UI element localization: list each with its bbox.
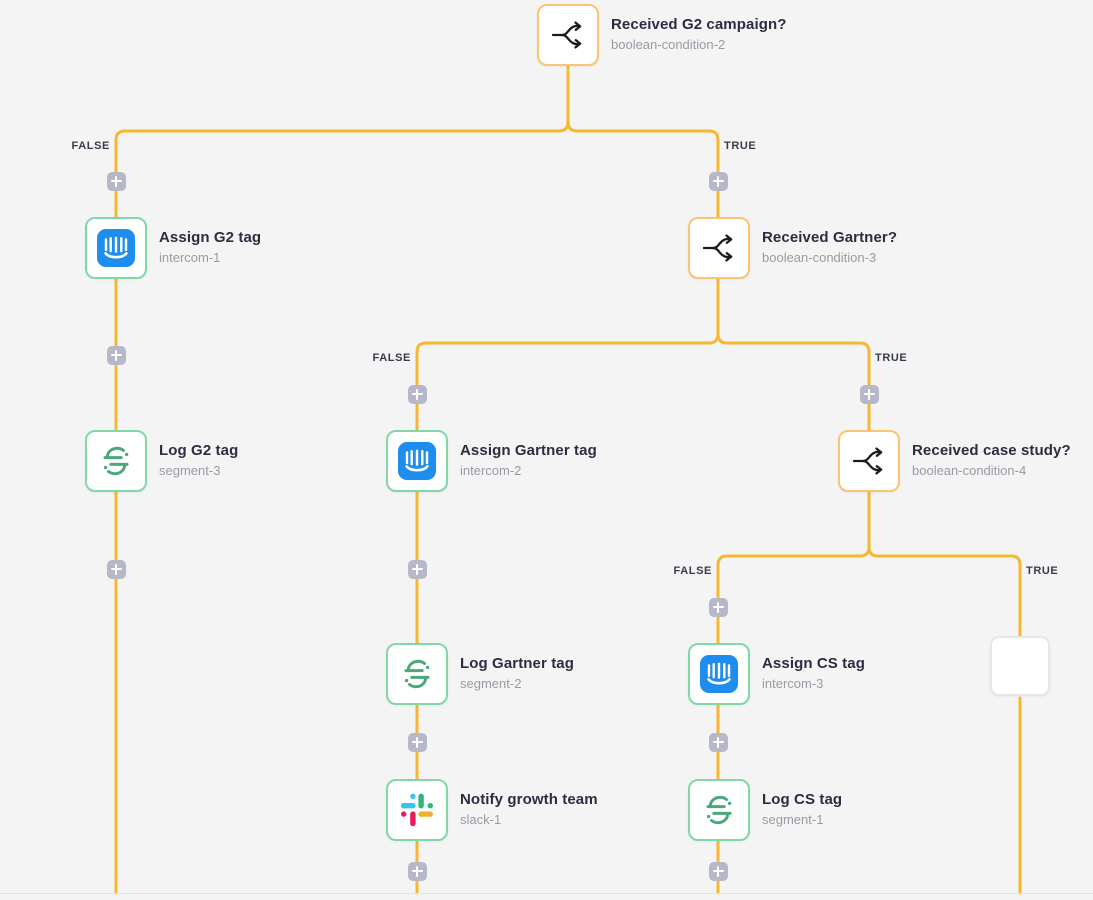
workflow-node-slack-1[interactable]: Notify growth team slack-1 (386, 779, 598, 841)
node-title: Log Gartner tag (460, 655, 575, 673)
branch-label-false: FALSE (71, 140, 110, 152)
segment-icon (103, 446, 129, 476)
branch-label-false: FALSE (372, 352, 411, 364)
workflow-node-empty-node[interactable] (990, 636, 1050, 696)
add-step-after-segment1[interactable] (708, 861, 728, 881)
node-text-boolean-condition-4: Received case study? boolean-condition-4 (912, 442, 1071, 480)
add-step-after-intercom1[interactable] (106, 345, 126, 365)
add-step-after-segment3[interactable] (106, 559, 126, 579)
node-title: Received case study? (912, 442, 1071, 460)
add-step-after-segment2[interactable] (407, 732, 427, 752)
workflow-node-segment-3[interactable]: Log G2 tag segment-3 (85, 430, 238, 492)
branch-label-true: TRUE (724, 140, 757, 152)
node-subtitle: segment-1 (762, 811, 824, 827)
node-text-segment-3: Log G2 tag segment-3 (159, 442, 238, 480)
add-step-true-gartner[interactable] (859, 384, 879, 404)
node-subtitle: boolean-condition-3 (762, 249, 877, 265)
node-title: Assign G2 tag (159, 229, 262, 247)
branch-label-true: TRUE (875, 352, 908, 364)
workflow-node-boolean-condition-4[interactable]: Received case study? boolean-condition-4 (838, 430, 1071, 492)
add-step-after-slack1[interactable] (407, 861, 427, 881)
workflow-node-segment-2[interactable]: Log Gartner tag segment-2 (386, 643, 574, 705)
workflow-node-segment-1[interactable]: Log CS tag segment-1 (688, 779, 842, 841)
node-title: Notify growth team (460, 791, 598, 809)
node-text-intercom-3: Assign CS tag intercom-3 (762, 655, 865, 693)
branch-label-false: FALSE (673, 565, 712, 577)
intercom-icon (700, 655, 738, 693)
canvas-bottom-divider (0, 893, 1093, 894)
slack-icon (401, 793, 433, 827)
node-icon-box-empty-node[interactable] (990, 636, 1050, 696)
node-text-boolean-condition-2: Received G2 campaign? boolean-condition-2 (611, 16, 787, 54)
add-step-after-intercom3[interactable] (708, 732, 728, 752)
branch-icon (551, 21, 582, 49)
workflow-node-boolean-condition-3[interactable]: Received Gartner? boolean-condition-3 (688, 217, 897, 279)
node-text-segment-2: Log Gartner tag segment-2 (460, 655, 574, 693)
node-text-boolean-condition-3: Received Gartner? boolean-condition-3 (762, 229, 897, 267)
node-icon-box-intercom-3[interactable] (688, 643, 750, 705)
connector-line (716, 490, 871, 600)
connector-line (114, 64, 570, 174)
node-subtitle: boolean-condition-2 (611, 36, 726, 52)
node-icon-box-intercom-1[interactable] (85, 217, 147, 279)
segment-icon (404, 659, 430, 689)
node-icon-box-segment-2[interactable] (386, 643, 448, 705)
node-subtitle: segment-3 (159, 462, 221, 478)
node-subtitle: intercom-3 (762, 675, 824, 691)
connector-line (716, 332, 871, 387)
node-text-slack-1: Notify growth team slack-1 (460, 791, 598, 829)
node-title: Received G2 campaign? (611, 16, 787, 34)
node-icon-box-intercom-2[interactable] (386, 430, 448, 492)
node-text-segment-1: Log CS tag segment-1 (762, 791, 842, 829)
segment-icon (706, 795, 732, 825)
node-subtitle: boolean-condition-4 (912, 462, 1027, 478)
workflow-node-intercom-3[interactable]: Assign CS tag intercom-3 (688, 643, 865, 705)
node-subtitle: intercom-2 (460, 462, 522, 478)
node-text-intercom-1: Assign G2 tag intercom-1 (159, 229, 261, 267)
add-step-false-gartner[interactable] (407, 384, 427, 404)
node-icon-box-slack-1[interactable] (386, 779, 448, 841)
add-step-true-g2[interactable] (708, 171, 728, 191)
node-title: Log G2 tag (159, 442, 239, 460)
node-title: Log CS tag (762, 791, 843, 809)
add-step-after-intercom2[interactable] (407, 559, 427, 579)
add-step-false-g2[interactable] (106, 171, 126, 191)
connector-line (566, 120, 720, 174)
branch-label-true: TRUE (1026, 565, 1059, 577)
node-icon-box-segment-1[interactable] (688, 779, 750, 841)
workflow-node-intercom-2[interactable]: Assign Gartner tag intercom-2 (386, 430, 597, 492)
node-icon-box-boolean-condition-3[interactable] (688, 217, 750, 279)
branch-icon (852, 447, 883, 475)
connector-line (415, 277, 720, 387)
node-title: Assign CS tag (762, 655, 865, 673)
intercom-icon (97, 229, 135, 267)
branch-icon (702, 234, 733, 262)
node-subtitle: segment-2 (460, 675, 522, 691)
intercom-icon (398, 442, 436, 480)
node-text-intercom-2: Assign Gartner tag intercom-2 (460, 442, 597, 480)
node-subtitle: slack-1 (460, 811, 502, 827)
node-subtitle: intercom-1 (159, 249, 221, 265)
node-title: Assign Gartner tag (460, 442, 597, 460)
connector-line (867, 545, 1022, 638)
node-title: Received Gartner? (762, 229, 898, 247)
node-icon-box-boolean-condition-4[interactable] (838, 430, 900, 492)
add-step-false-casestudy[interactable] (708, 597, 728, 617)
workflow-node-boolean-condition-2[interactable]: Received G2 campaign? boolean-condition-2 (537, 4, 787, 66)
node-icon-box-boolean-condition-2[interactable] (537, 4, 599, 66)
workflow-node-intercom-1[interactable]: Assign G2 tag intercom-1 (85, 217, 261, 279)
node-icon-box-segment-3[interactable] (85, 430, 147, 492)
